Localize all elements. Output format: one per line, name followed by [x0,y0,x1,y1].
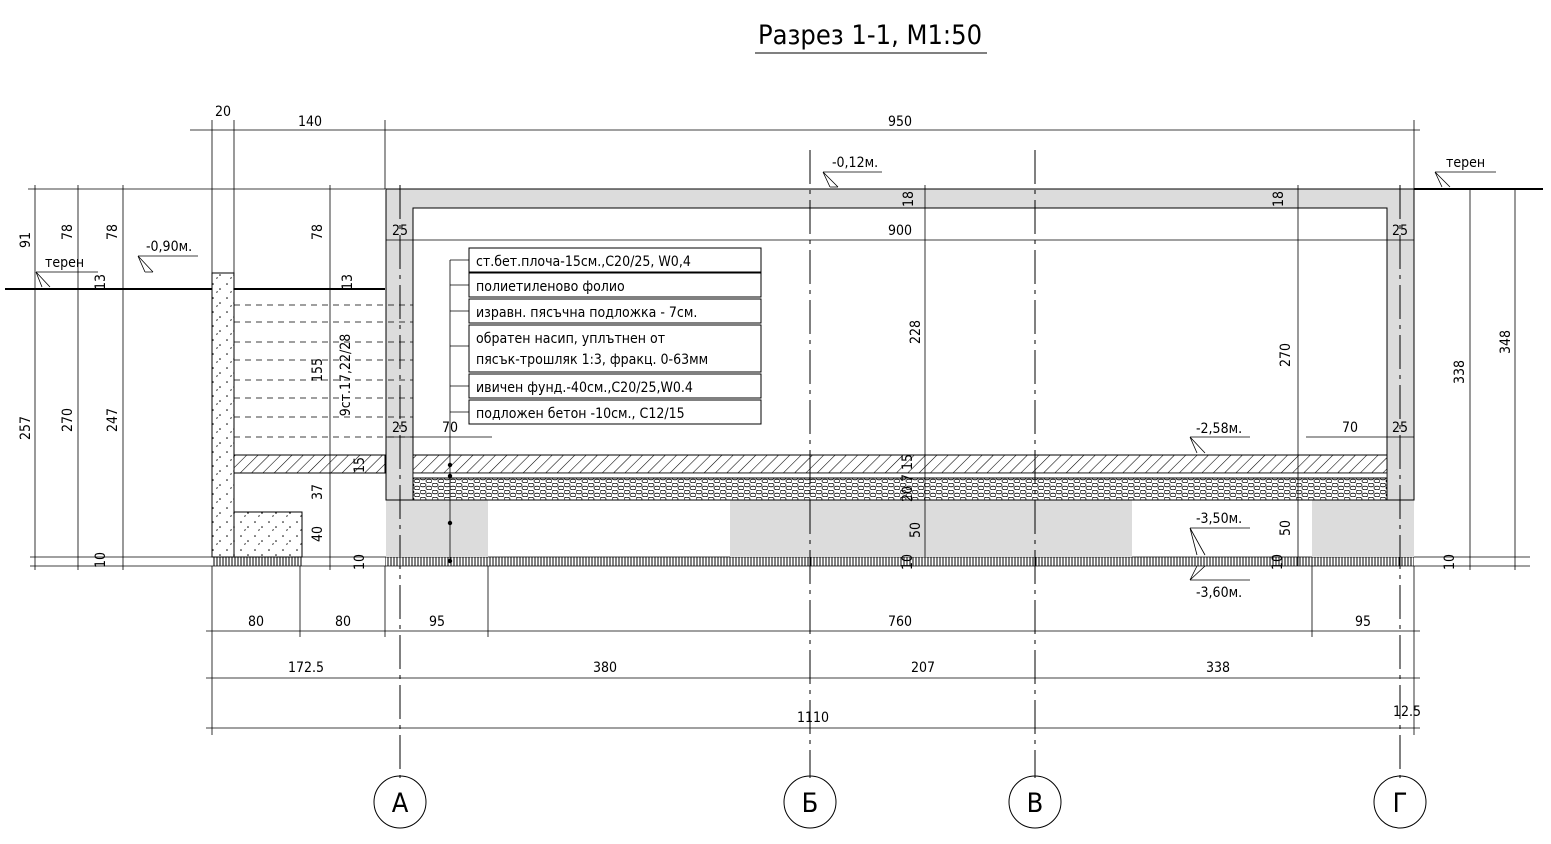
dim-wall-left-25: 25 [392,223,408,239]
level-floor: -2,58м. [1196,421,1242,437]
dim-bottom-172-5: 172.5 [288,660,324,676]
dim-base-right-25: 25 [1392,420,1408,436]
dim-right-338: 338 [1452,360,1468,384]
dim-left-247: 247 [105,408,121,432]
dim-floor-layers: 20 7 15 [900,454,916,502]
axis-bubble-g [1373,775,1427,829]
axis-label-g: Г [1393,788,1408,819]
dim-top-20: 20 [215,104,231,120]
stair-dashed-lines [234,304,413,438]
dim-bottom-95b: 95 [1355,614,1371,630]
left-vertical-dims [28,185,385,570]
layer-membrane: полиетиленово фолио [476,279,625,295]
axis-label-v: В [1027,788,1044,819]
dim-far-right-10: 10 [1442,554,1458,570]
dim-left-13b: 13 [340,274,356,290]
level-marker-top-slab [822,171,882,188]
dim-left-78a: 78 [60,224,76,240]
gravel-fill-layer [412,477,1388,501]
dim-stair-steps: 9ст.17,22/28 [338,334,354,417]
footing-right [1312,500,1414,557]
layer-strip-footing: ивичен фунд.-40см.,С20/25,W0.4 [476,380,693,396]
level-marker-floor [1189,436,1250,454]
dim-bottom-380: 380 [593,660,617,676]
lean-concrete-strip-left [212,557,302,566]
level-marker-left-ground [137,255,198,273]
axis-label-a: А [392,788,409,819]
dim-footing-right-70: 70 [1342,420,1358,436]
layer-backfill-2: пясък-трошляк 1:3, фракц. 0-63мм [476,352,708,368]
dim-left-13a: 13 [93,274,109,290]
dim-wall-right-25: 25 [1392,223,1408,239]
label-ground-left: терен [45,255,84,271]
label-ground-right: терен [1446,155,1485,171]
dim-stair-10: 10 [352,554,368,570]
top-dimension-chain [190,120,1420,273]
right-vertical-dims [1469,189,1516,570]
axis-bubble-b [783,775,837,829]
dim-bottom-338: 338 [1206,660,1230,676]
layer-legend [447,247,762,564]
dim-end-12-5: 12.5 [1393,704,1421,720]
drawing-title: Разрез 1-1, М1:50 [758,20,982,51]
level-marker-bottom-foundation [1189,527,1250,556]
axis-bubble-a [373,775,427,829]
dim-slab-18-center: 18 [901,191,917,207]
level-marker-ground-right [1434,171,1496,188]
layer-lean-concrete: подложен бетон -10см., С12/15 [476,406,685,422]
footing-left [386,500,488,557]
dim-inner-height-228: 228 [908,320,924,344]
entrance-landing-slab [233,454,386,474]
dim-bottom-80a: 80 [248,614,264,630]
level-left-ground: -0,90м. [146,239,192,255]
level-marker-ground-left [35,271,98,288]
dim-center-50: 50 [908,522,924,538]
layer-sand: изравн. пясъчна подложка - 7см. [476,305,697,321]
dim-wall-height-270: 270 [1278,343,1294,367]
axis-bubble-v [1008,775,1062,829]
level-bottom-concrete: -3,60м. [1196,585,1242,601]
dim-center-10: 10 [900,554,916,570]
dim-left-10: 10 [93,552,109,568]
dim-right-348: 348 [1498,330,1514,354]
dim-stair-37: 37 [310,484,326,500]
dim-left-91: 91 [18,232,34,248]
dim-right-50: 50 [1278,520,1294,536]
dim-slab-18-right: 18 [1271,191,1287,207]
dim-bottom-760: 760 [888,614,912,630]
dim-bottom-207: 207 [911,660,935,676]
dim-landing-15: 15 [352,457,368,473]
dim-base-left-25: 25 [392,420,408,436]
level-marker-bottom-concrete [1189,565,1250,581]
layer-backfill-1: обратен насип, уплътнен от [476,331,665,347]
dim-left-78b: 78 [105,224,121,240]
dim-left-270: 270 [60,408,76,432]
footing-center [730,500,1132,557]
dim-top-950: 950 [888,114,912,130]
dim-left-257: 257 [18,416,34,440]
dim-stair-40: 40 [310,526,326,542]
bottom-dim-row-1 [206,566,1420,735]
level-bottom-foundation: -3,50м. [1196,511,1242,527]
axis-label-b: Б [802,788,819,819]
dim-overall-1110: 1110 [797,710,829,726]
lean-concrete-strip [385,557,1414,566]
entrance-footing [233,511,303,558]
dim-bottom-80b: 80 [335,614,351,630]
dim-top-140: 140 [298,114,322,130]
level-top-slab: -0,12м. [832,155,878,171]
dim-bottom-95a: 95 [429,614,445,630]
dim-inner-900: 900 [888,223,912,239]
dim-stair-155: 155 [310,358,326,382]
layer-slab: ст.бет.плоча-15см.,С20/25, W0,4 [476,254,691,270]
dim-left-78c: 78 [310,224,326,240]
dim-right-10: 10 [1270,554,1286,570]
entrance-wall-fill [212,273,234,557]
